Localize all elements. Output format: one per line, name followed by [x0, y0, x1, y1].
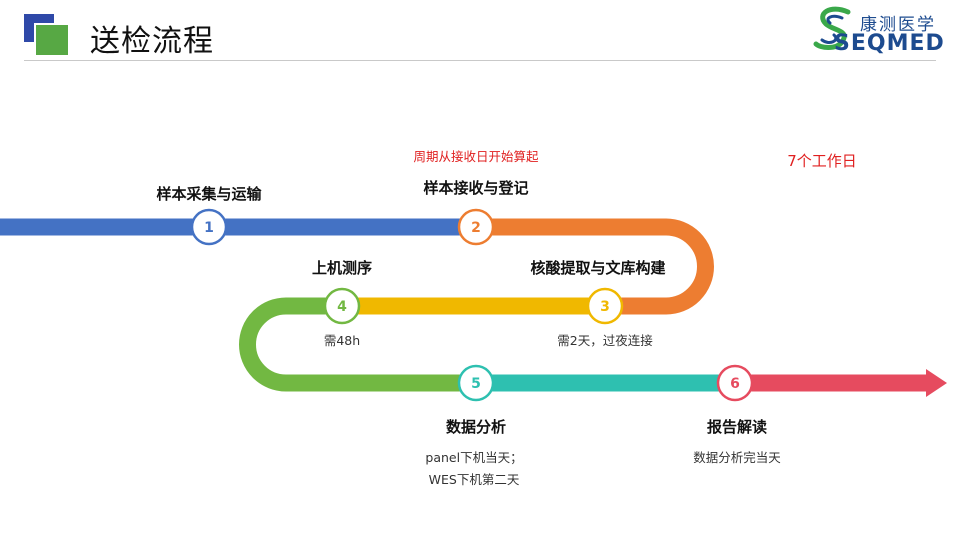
- step-number-1: 1: [204, 220, 214, 236]
- segment-2-3: [476, 218, 714, 315]
- step-node-6: 6: [716, 364, 754, 402]
- step-note-6: 数据分析完当天: [693, 450, 781, 465]
- step-node-1: 1: [190, 208, 228, 246]
- logo-text-en: SEQMED: [834, 31, 945, 56]
- step-number-3: 3: [600, 299, 610, 315]
- step-node-3: 3: [586, 287, 624, 325]
- step-label-1: 样本采集与运输: [156, 185, 262, 203]
- seqmed-s-icon: [813, 6, 851, 50]
- title-square-green: [34, 23, 70, 57]
- step-label-2: 样本接收与登记: [423, 179, 529, 197]
- step-label-5: 数据分析: [445, 418, 507, 436]
- step-note-4: 需48h: [323, 333, 361, 348]
- step-note-5: panel下机当天； WES下机第二天: [425, 447, 522, 491]
- logo-text-cn: 康测医学: [860, 15, 936, 35]
- step-number-5: 5: [471, 376, 481, 392]
- step-note-5-line-1: panel下机当天；: [425, 450, 523, 465]
- step-number-2: 2: [471, 220, 481, 236]
- segment-4-5: [239, 297, 476, 392]
- title-divider: [24, 60, 936, 61]
- step-number-4: 4: [337, 299, 347, 315]
- company-logo: 康测医学 SEQMED: [812, 4, 962, 56]
- step-node-2: 2: [457, 208, 495, 246]
- cycle-start-note: 周期从接收日开始算起: [413, 149, 539, 164]
- step-node-5: 5: [457, 364, 495, 402]
- step-note-3: 需2天，过夜连接: [557, 333, 653, 348]
- flow-arrow-head: [926, 369, 947, 397]
- title-decoration: [24, 14, 74, 60]
- step-note-5-line-2: WES下机第二天: [428, 472, 520, 487]
- step-label-6: 报告解读: [706, 418, 768, 436]
- step-number-6: 6: [730, 376, 740, 392]
- step-label-3: 核酸提取与文库构建: [530, 259, 666, 277]
- step-label-4: 上机测序: [311, 259, 373, 277]
- page-title: 送检流程: [90, 24, 214, 59]
- step-node-4: 4: [323, 287, 361, 325]
- duration-note: 7个工作日: [787, 152, 857, 170]
